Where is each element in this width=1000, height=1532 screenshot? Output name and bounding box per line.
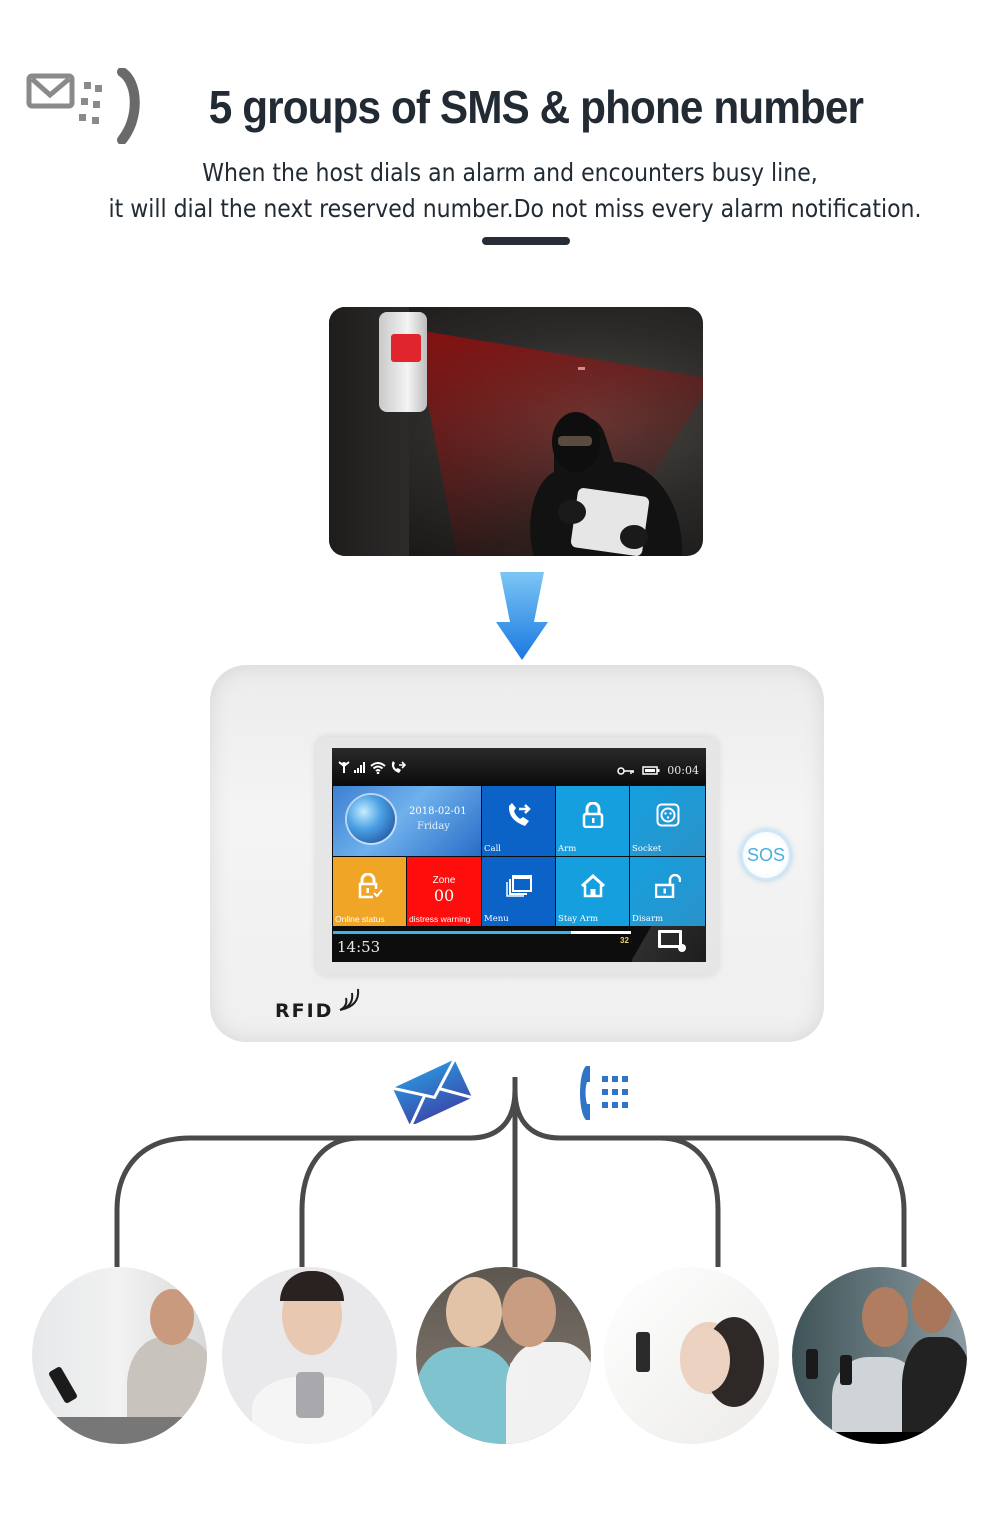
phone-keypad-icon	[580, 1066, 628, 1120]
tile-online-label: Online status	[335, 914, 385, 924]
subtitle-line-2: it will dial the next reserved number.Do…	[108, 194, 922, 223]
tile-zone-label: distress warning	[409, 914, 471, 924]
home-icon	[580, 873, 605, 898]
intruder-scene-image	[329, 307, 703, 556]
page-title: 5 groups of SMS & phone number	[208, 81, 864, 133]
phone-forward-icon	[508, 803, 531, 827]
lock-check-icon	[358, 872, 383, 899]
lock-icon	[582, 802, 603, 829]
tile-call-label: Call	[484, 844, 502, 854]
rfid-waves-icon	[339, 988, 360, 1011]
sms-phone-icon	[26, 68, 140, 144]
subtitle-line-1: When the host dials an alarm and encount…	[202, 158, 818, 187]
title-divider	[482, 237, 570, 245]
tile-distress-warning[interactable]: Zone 00 distress warning	[407, 857, 481, 926]
zone-title: Zone	[432, 875, 456, 886]
tile-stay-label: Stay Arm	[558, 914, 599, 924]
sos-button[interactable]: SOS	[741, 830, 791, 880]
tile-online-status[interactable]: Online status	[333, 857, 406, 926]
status-time: 00:04	[667, 764, 699, 777]
date-text: 2018-02-01	[409, 806, 467, 817]
tile-stay-arm[interactable]: Stay Arm	[556, 857, 629, 926]
wifi-icon	[370, 762, 386, 774]
contact-2	[222, 1267, 397, 1444]
key-icon	[617, 766, 635, 775]
weekday-text: Friday	[417, 821, 450, 832]
rfid-label: RFID	[275, 1000, 334, 1022]
tile-disarm[interactable]: Disarm	[630, 857, 705, 926]
screen-standby-button[interactable]	[658, 930, 686, 952]
windows-icon	[505, 874, 532, 897]
down-arrow-icon	[496, 572, 548, 660]
tile-arm-label: Arm	[558, 844, 577, 854]
socket-icon	[656, 803, 679, 827]
status-bar: 00:04	[332, 748, 706, 786]
sensor-lens	[391, 334, 421, 362]
contact-5	[792, 1267, 967, 1444]
unlock-icon	[654, 873, 681, 898]
touch-screen[interactable]: 00:04 2018-02-01 Friday Call Arm Socket …	[332, 748, 706, 962]
intruder-figure	[530, 412, 683, 556]
date-tile[interactable]: 2018-02-01 Friday	[333, 786, 481, 856]
signal-bars-icon	[354, 762, 365, 773]
antenna-icon	[338, 761, 350, 773]
tile-menu[interactable]: Menu	[482, 857, 555, 926]
tile-arm[interactable]: Arm	[556, 786, 629, 856]
contact-1	[32, 1267, 207, 1444]
zone-number: 00	[433, 886, 455, 905]
screen-clock: 14:53	[337, 938, 381, 956]
contact-4	[604, 1267, 779, 1444]
tile-menu-label: Menu	[484, 914, 509, 924]
tile-socket[interactable]: Socket	[630, 786, 705, 856]
tile-call[interactable]: Call	[482, 786, 555, 856]
screen-count: 32	[620, 936, 629, 945]
progress-fill	[333, 931, 572, 934]
connection-lines	[114, 1077, 907, 1267]
battery-icon	[642, 766, 660, 775]
envelope-icon	[392, 1060, 473, 1124]
progress-bar	[333, 931, 631, 934]
tile-socket-label: Socket	[632, 844, 662, 854]
phone-forward-icon	[391, 761, 406, 773]
globe-icon	[347, 795, 395, 843]
tile-grid: 2018-02-01 Friday Call Arm Socket Online…	[333, 786, 705, 926]
motion-sensor	[379, 312, 427, 412]
contact-3	[416, 1267, 591, 1444]
tile-disarm-label: Disarm	[632, 914, 664, 924]
